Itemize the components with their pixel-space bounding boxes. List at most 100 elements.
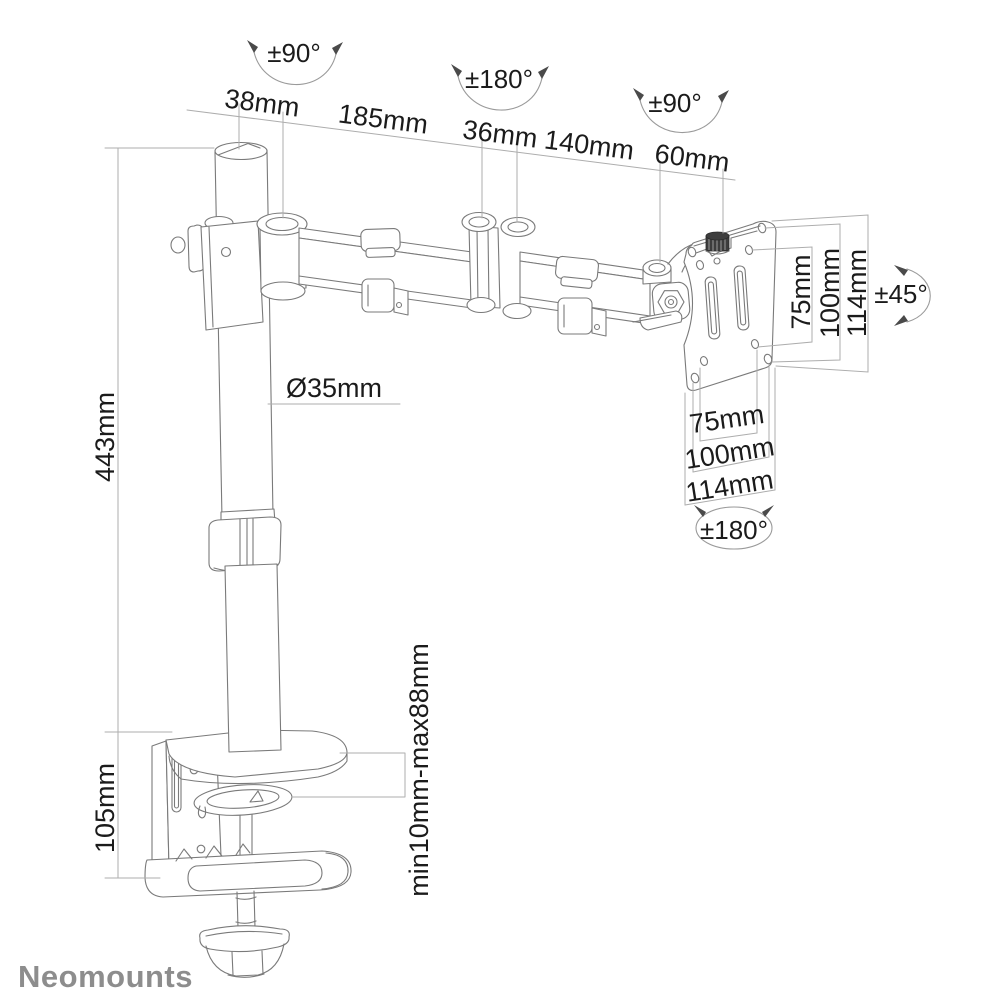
rotation-vesa-rotate-label: ±180° bbox=[700, 515, 768, 545]
cable-hook-2-hole bbox=[593, 323, 601, 331]
dim-vesa-h75-line bbox=[699, 432, 758, 442]
dim-clamp-range-bracket bbox=[291, 752, 406, 798]
vesa-plate bbox=[683, 220, 777, 391]
clamp-hole-lower bbox=[196, 844, 206, 854]
top-dimension-line bbox=[186, 109, 736, 181]
rotation-pole-label: ±90° bbox=[267, 38, 321, 68]
dim-pole-offset-label: 38mm bbox=[223, 83, 301, 122]
clamp-knob-dome bbox=[205, 943, 285, 977]
arm-bracket-bump bbox=[170, 236, 186, 254]
arm-bracket-edge bbox=[208, 226, 214, 328]
dim-vesa-h114-line bbox=[684, 489, 776, 506]
dim-clamp-range-label: min10mm-max88mm bbox=[404, 643, 434, 897]
tilt-bolt-center bbox=[664, 295, 678, 309]
dim-vesa-v75-label: 75mm bbox=[786, 254, 816, 329]
vesa-hole-75-tr bbox=[744, 245, 754, 255]
vesa-hole-75-bl bbox=[699, 356, 709, 366]
clamp-screw-collar bbox=[235, 896, 257, 900]
clamp-top-plate bbox=[165, 729, 348, 778]
rotation-mid-joint-label: ±180° bbox=[465, 64, 533, 94]
arm-mid-joint-lower-cap-1 bbox=[466, 296, 496, 314]
tilt-joint bbox=[632, 281, 691, 331]
dim-pole-diameter-label: Ø35mm bbox=[286, 373, 382, 403]
clamp-jaw-opening bbox=[187, 859, 323, 892]
dim-vesa-h-extensions bbox=[684, 349, 776, 506]
arm-pivot1-cap-inner bbox=[265, 216, 299, 232]
arm-bracket-hole bbox=[220, 246, 232, 258]
arm-mid-joint-lower-cap-2 bbox=[502, 302, 532, 320]
vesa-hole-100-br bbox=[763, 353, 773, 365]
rotation-arc-tilt bbox=[906, 268, 931, 323]
vesa-plate-body bbox=[683, 220, 777, 391]
arm-mid-joint bbox=[468, 225, 501, 309]
clamp-screw-collar bbox=[235, 920, 257, 924]
arm-pole-bracket bbox=[200, 220, 264, 331]
dim-clamp-height-label: 105mm bbox=[90, 763, 120, 853]
dim-arm2-length-label: 140mm bbox=[543, 124, 636, 165]
dim-vesa-v100-label: 100mm bbox=[815, 248, 845, 338]
desk-clamp bbox=[144, 729, 352, 978]
dim-vesa-h100-line bbox=[692, 456, 770, 473]
arm-end-cap-inner bbox=[648, 262, 666, 274]
arm-pivot1-cap bbox=[256, 212, 308, 236]
dim-pole-height-label: 443mm bbox=[90, 392, 120, 482]
cable-clip-top-2-lip bbox=[560, 276, 593, 289]
vesa-slot-left bbox=[704, 276, 721, 340]
pole-collar bbox=[208, 516, 282, 572]
arm-pivot1-lower-cap bbox=[260, 281, 306, 301]
clamp-knob-flange-inner bbox=[205, 930, 283, 937]
dim-arm1-length-label: 185mm bbox=[337, 98, 430, 139]
clamp-pad-inner bbox=[206, 789, 280, 809]
clamp-top-plate-edge bbox=[168, 751, 348, 785]
rotation-tilt-label: ±45° bbox=[874, 279, 928, 309]
clamp-knob-seam bbox=[231, 951, 234, 976]
cable-hook-2 bbox=[557, 297, 593, 335]
thumbscrew-tip bbox=[713, 257, 721, 265]
clamp-pad-hook bbox=[197, 805, 207, 819]
rotation-arc-pole bbox=[253, 51, 337, 85]
vesa-slot-left-inner bbox=[707, 281, 718, 335]
pole-top-cap bbox=[214, 141, 268, 161]
vesa-hole-100-tl bbox=[687, 246, 697, 258]
rotation-ellipse-vesa bbox=[695, 506, 773, 550]
cable-hook-1-flap bbox=[393, 287, 409, 316]
dim-joint-width-label: 36mm bbox=[461, 114, 539, 153]
vesa-hole-75-tl bbox=[695, 260, 705, 270]
vesa-slot-right bbox=[733, 265, 750, 331]
clamp-screw-lower bbox=[253, 890, 256, 929]
arm-mid-joint-plates bbox=[476, 227, 490, 308]
vesa-slot-right-inner bbox=[736, 270, 747, 326]
vesa-hole-75-br bbox=[750, 339, 760, 349]
pole-lower bbox=[224, 563, 282, 753]
dim-vesa-v75-bracket bbox=[751, 246, 813, 348]
thumbscrew bbox=[705, 231, 730, 265]
tilt-lower-tab bbox=[639, 310, 683, 331]
arm-mid-joint-cap-1 bbox=[461, 211, 497, 233]
clamp-pad-screw bbox=[249, 790, 264, 803]
vesa-hole-100-tr bbox=[757, 222, 767, 234]
mounting-arm bbox=[170, 211, 702, 337]
arm-mid-joint-cap-2-inner bbox=[507, 221, 529, 233]
pole-top-cap-split bbox=[217, 142, 261, 156]
clamp-knob-bottom bbox=[227, 973, 265, 978]
pole-collar-seams bbox=[239, 517, 254, 571]
cable-hook-1-hole bbox=[395, 301, 403, 309]
rotation-vesa-swivel-label: ±90° bbox=[648, 88, 702, 118]
dim-vesa-v114-bracket bbox=[771, 214, 869, 373]
clamp-knob-seam bbox=[261, 950, 264, 975]
dim-vesa-offset-label: 60mm bbox=[653, 138, 731, 177]
cable-hook-2-flap bbox=[591, 307, 607, 337]
rotation-arc-mid-joint bbox=[457, 75, 543, 111]
vesa-hole-100-bl bbox=[690, 372, 700, 384]
clamp-knob-flange bbox=[199, 925, 290, 953]
dim-vesa-v114-label: 114mm bbox=[842, 249, 872, 337]
dimensions: 38mm 185mm 36mm 140mm 60mm ±90° ±180° ±9… bbox=[90, 38, 931, 897]
dim-vesa-v100-bracket bbox=[764, 223, 841, 363]
tilt-bolt-center-inner bbox=[667, 298, 675, 306]
cable-hook-1 bbox=[361, 278, 395, 313]
arm-mid-joint-cap-2 bbox=[500, 216, 536, 238]
clamp-jaw bbox=[144, 850, 352, 898]
cable-clip-top-1-lip bbox=[365, 247, 396, 258]
